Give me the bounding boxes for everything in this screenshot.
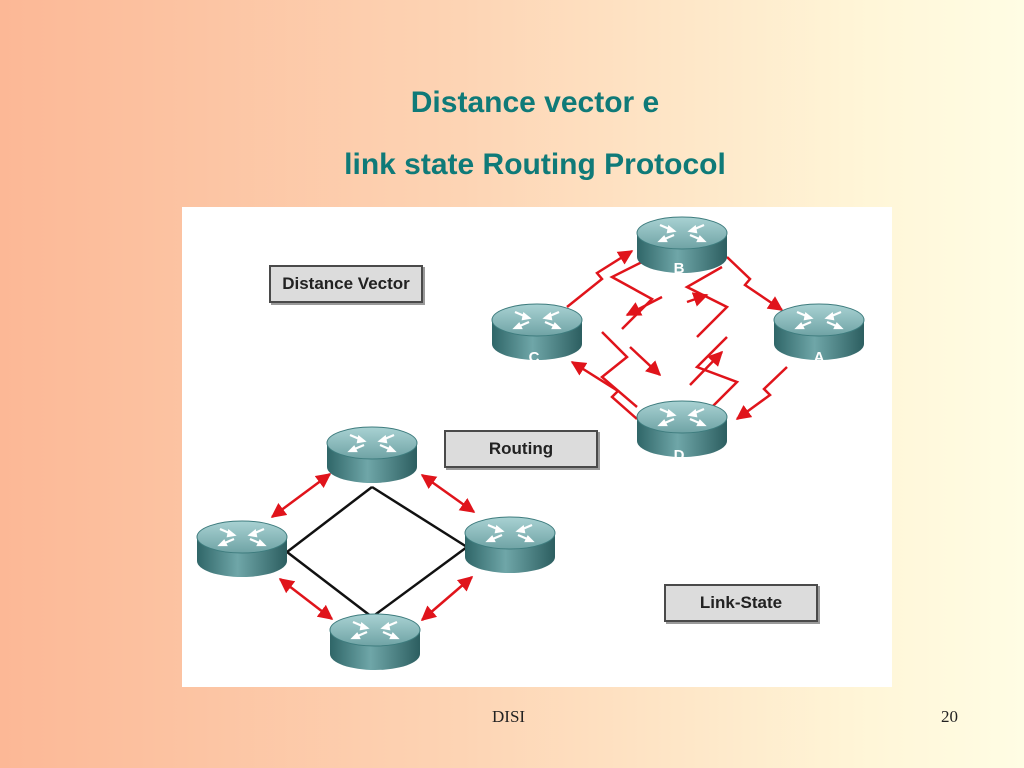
page-number: 20 (941, 707, 958, 726)
diagram-panel: B C A D Distance Vector Routing Link-Sta… (182, 207, 892, 687)
distance-vector-arrows (566, 249, 788, 421)
router-b-label: B (674, 260, 685, 277)
slide-title-line2: link state Routing Protocol (344, 148, 726, 181)
routing-label: Routing (444, 430, 598, 468)
router-ls-left (195, 519, 289, 579)
router-d-label: D (674, 447, 685, 464)
router-ls-bottom (328, 612, 422, 672)
routing-diagram: B C A D (195, 215, 866, 672)
router-c-label: C (529, 349, 540, 366)
router-a-label: A (814, 349, 825, 366)
link-state-links (286, 485, 468, 619)
router-ls-top (325, 425, 419, 485)
slide-title-line1: Distance vector e (410, 86, 660, 119)
router-ls-right (463, 515, 557, 575)
link-state-label: Link-State (664, 584, 818, 622)
distance-vector-label: Distance Vector (269, 265, 423, 303)
link-state-arrows (270, 472, 476, 621)
footer-center: DISI (492, 707, 526, 726)
